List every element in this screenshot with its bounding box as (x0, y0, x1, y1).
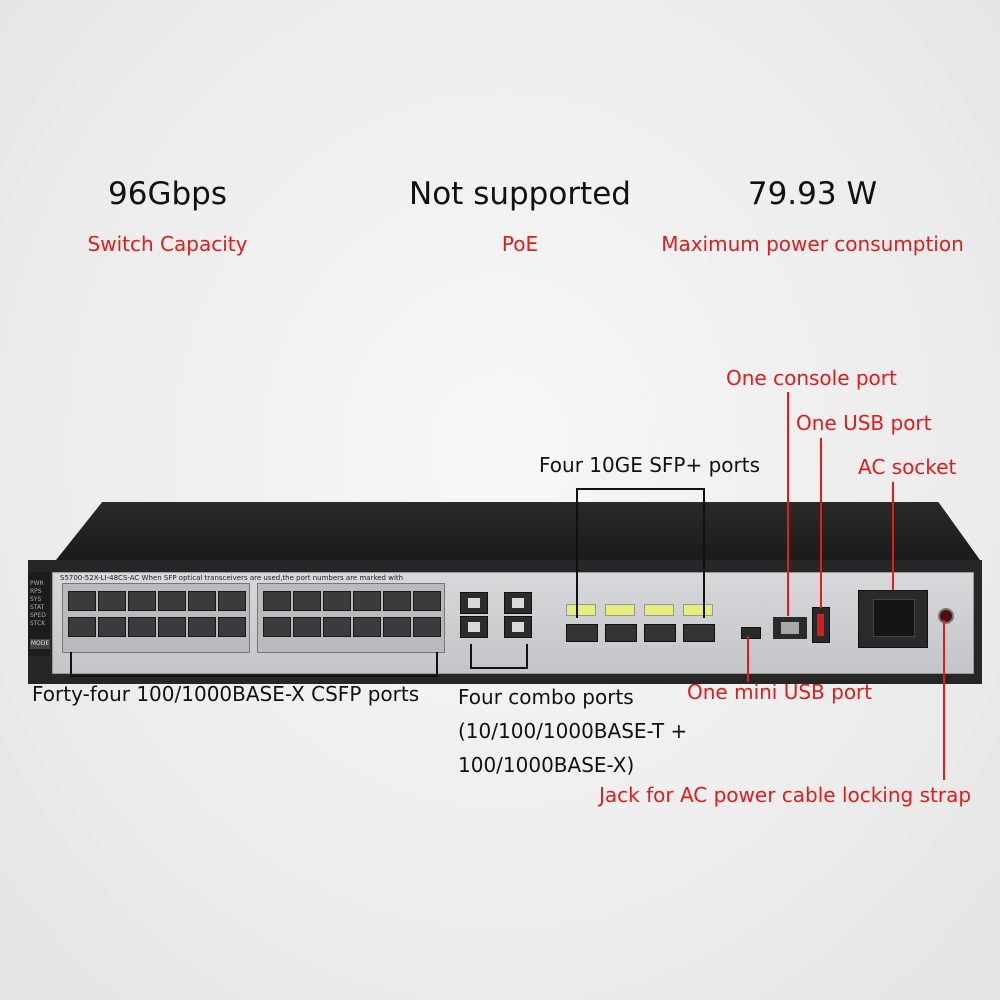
csfp-port[interactable] (98, 591, 126, 611)
combo-label-line: Four combo ports (458, 685, 634, 709)
csfp-port[interactable] (188, 591, 216, 611)
csfp-bracket (70, 675, 438, 677)
combo-label-line: (10/100/1000BASE-T + (458, 719, 688, 743)
csfp-port[interactable] (293, 617, 321, 637)
ac-socket[interactable] (858, 590, 928, 648)
combo-bracket (470, 644, 472, 668)
model-notice: When SFP optical transceivers are used,t… (141, 574, 404, 582)
spec-poe: Not supported PoE (385, 176, 655, 256)
csfp-port[interactable] (128, 591, 156, 611)
led-label: STCK (30, 620, 46, 627)
combo-bracket (526, 644, 528, 668)
csfp-port[interactable] (413, 591, 441, 611)
led-label: STAT (30, 604, 45, 611)
led-label: PWR (30, 580, 44, 587)
combo-port[interactable] (460, 592, 488, 614)
csfp-port[interactable] (158, 591, 186, 611)
sfp-plus-led (683, 604, 713, 616)
ac-socket-label: AC socket (858, 455, 957, 479)
csfp-port[interactable] (353, 591, 381, 611)
csfp-label: Forty-four 100/1000BASE-X CSFP ports (32, 682, 420, 706)
csfp-port[interactable] (218, 591, 246, 611)
csfp-port[interactable] (383, 591, 411, 611)
mini-usb-port[interactable] (741, 627, 761, 639)
jack-leader-line (943, 620, 945, 780)
combo-bracket (470, 667, 528, 669)
csfp-port[interactable] (188, 617, 216, 637)
console-port[interactable] (773, 617, 807, 639)
spec-switch-capacity: 96Gbps Switch Capacity (60, 176, 275, 256)
csfp-port[interactable] (323, 617, 351, 637)
sfp-plus-port[interactable] (683, 624, 715, 642)
spec-label: Maximum power consumption (661, 232, 964, 256)
sfp-plus-bracket (703, 488, 705, 618)
switch-top-face (56, 502, 980, 560)
csfp-bracket (436, 652, 438, 676)
sfp-plus-bracket (576, 488, 704, 490)
jack-label: Jack for AC power cable locking strap (599, 783, 972, 807)
spec-value: Not supported (409, 176, 631, 212)
csfp-port[interactable] (293, 591, 321, 611)
spec-label: Switch Capacity (87, 232, 248, 256)
usb-port[interactable] (812, 607, 830, 643)
csfp-port[interactable] (98, 617, 126, 637)
model-name: S5700-52X-LI-48CS-AC (60, 574, 140, 582)
spec-power: 79.93 W Maximum power consumption (650, 176, 975, 256)
csfp-port[interactable] (413, 617, 441, 637)
csfp-port[interactable] (218, 617, 246, 637)
mini-usb-leader-line (747, 636, 749, 682)
csfp-port[interactable] (158, 617, 186, 637)
led-label: RPS (30, 588, 42, 595)
csfp-port[interactable] (68, 591, 96, 611)
mini-usb-label: One mini USB port (687, 680, 873, 704)
csfp-port[interactable] (263, 591, 291, 611)
csfp-port[interactable] (128, 617, 156, 637)
combo-label-line: 100/1000BASE-X) (458, 753, 635, 777)
console-port-label: One console port (726, 366, 897, 390)
model-label: S5700-52X-LI-48CS-AC When SFP optical tr… (60, 574, 403, 582)
combo-port[interactable] (460, 616, 488, 638)
locking-strap-jack[interactable] (938, 608, 954, 624)
csfp-bracket (70, 652, 72, 676)
sfp-plus-label: Four 10GE SFP+ ports (539, 453, 761, 477)
mode-button[interactable]: MODE (30, 639, 50, 649)
led-label: SYS (30, 596, 42, 603)
csfp-port[interactable] (68, 617, 96, 637)
combo-port[interactable] (504, 592, 532, 614)
sfp-plus-bracket (576, 488, 578, 618)
usb-port-label: One USB port (796, 411, 932, 435)
usb-leader-line (820, 438, 822, 608)
spec-value: 79.93 W (747, 176, 878, 212)
spec-label: PoE (501, 232, 539, 256)
csfp-port[interactable] (263, 617, 291, 637)
combo-label: Four combo ports (10/100/1000BASE-T + 10… (458, 680, 687, 782)
csfp-port[interactable] (383, 617, 411, 637)
csfp-port[interactable] (323, 591, 351, 611)
spec-value: 96Gbps (108, 176, 227, 212)
sfp-plus-led (644, 604, 674, 616)
led-panel: PWR RPS SYS STAT SPED STCK (28, 572, 50, 656)
console-leader-line (787, 392, 789, 616)
sfp-plus-led (566, 604, 596, 616)
sfp-plus-port[interactable] (566, 624, 598, 642)
sfp-plus-port[interactable] (605, 624, 637, 642)
combo-port[interactable] (504, 616, 532, 638)
led-label: SPED (30, 612, 46, 619)
sfp-plus-led (605, 604, 635, 616)
csfp-port[interactable] (353, 617, 381, 637)
sfp-plus-port[interactable] (644, 624, 676, 642)
ac-leader-line (892, 482, 894, 590)
